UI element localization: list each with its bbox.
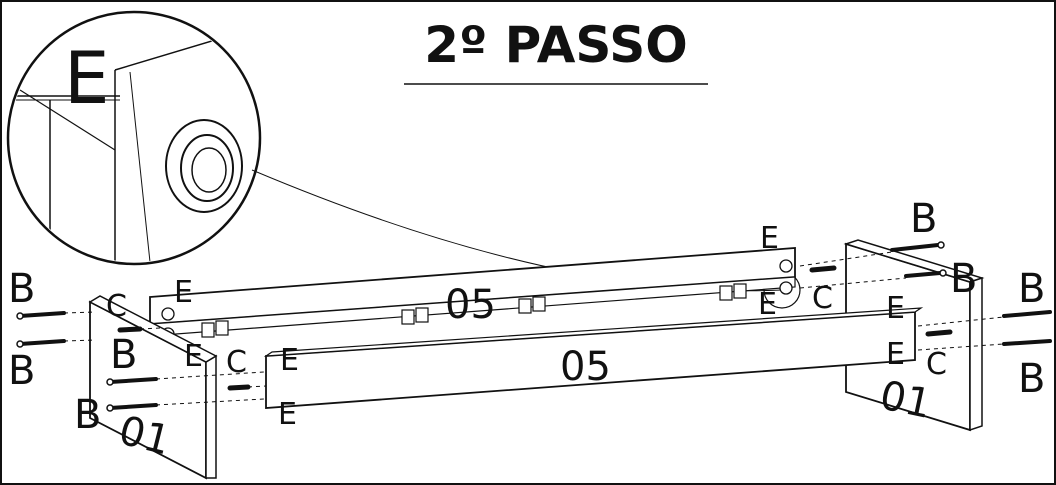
beam-front: 05 [263, 307, 924, 409]
label-b-1: B [8, 266, 35, 312]
side-panel-left: 01 [88, 295, 218, 480]
label-b-5: B [910, 196, 937, 242]
label-c-4: C [926, 347, 947, 382]
detail-callout: E [6, 10, 262, 266]
detail-label: E [64, 36, 110, 120]
label-b-6: B [950, 256, 977, 302]
label-b-4: B [74, 392, 101, 438]
label-b-3: B [110, 332, 137, 378]
beam-back: 05 [149, 247, 796, 341]
label-c-2: C [226, 345, 247, 380]
label-e-7: E [886, 291, 905, 326]
label-b-8: B [1018, 356, 1045, 402]
label-b-7: B [1018, 266, 1045, 312]
label-e-4: E [278, 397, 297, 432]
dowels [117, 265, 953, 391]
beam-label-back: 05 [445, 282, 496, 328]
panel-label-right: 01 [876, 372, 935, 428]
screws [18, 243, 1052, 410]
guide-lines [63, 251, 1005, 406]
label-b-2: B [8, 348, 35, 394]
label-c-3: C [812, 281, 833, 316]
label-e-8: E [886, 337, 905, 372]
side-panel-right: 01 [843, 239, 985, 432]
label-c-1: C [106, 289, 127, 324]
step-title: 2º PASSO [424, 16, 687, 74]
label-e-6: E [758, 287, 777, 322]
label-e-3: E [280, 343, 299, 378]
label-e-1: E [174, 275, 193, 310]
label-e-5: E [760, 221, 779, 256]
beam-label-front: 05 [560, 344, 611, 390]
label-e-2: E [184, 339, 203, 374]
